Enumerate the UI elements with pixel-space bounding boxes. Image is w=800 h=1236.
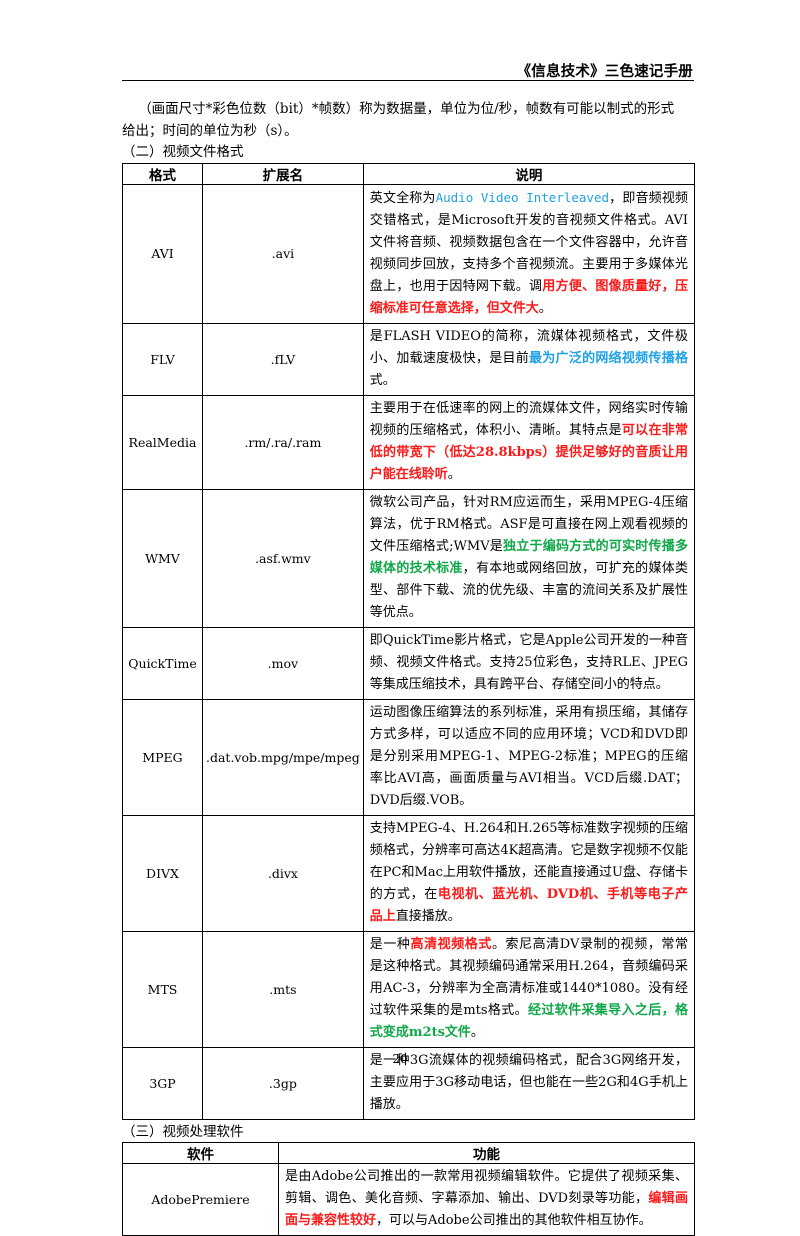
- highlight-text: 电视机、蓝光机、DVD机、手机等电子产品上: [369, 887, 688, 924]
- description-cell: 运动图像压缩算法的系列标准，采用有损压缩，其储存方式多样，可以适应不同的应用环境…: [362, 699, 696, 816]
- description-text: 。: [470, 1025, 484, 1040]
- section-heading-video-software: （三）视频处理软件: [122, 1124, 244, 1140]
- extension-cell: .mov: [202, 627, 364, 700]
- description-text: 是一种: [369, 937, 411, 952]
- description-text: 直接播放。: [395, 909, 461, 924]
- format-cell: DIVX: [122, 815, 203, 932]
- format-cell: QuickTime: [122, 627, 203, 700]
- software-cell: AdobePremiere: [122, 1163, 279, 1236]
- format-cell: AVI: [122, 184, 203, 324]
- section-heading-video-formats: （二）视频文件格式: [122, 144, 244, 160]
- table-header-row: 软件 功能: [122, 1142, 695, 1164]
- col-header-software: 软件: [122, 1142, 279, 1164]
- highlight-text: 用方便、图像质量好，压缩标准可任意选择，但文件大: [369, 279, 688, 316]
- description-text: 。: [538, 301, 552, 316]
- description-cell: 主要用于在低速率的网上的流媒体文件，网络实时传输视频的压缩格式，体积小、清晰。其…: [362, 395, 696, 490]
- col-header-function: 功能: [278, 1142, 695, 1164]
- page-number: 20: [392, 1052, 408, 1066]
- format-cell: RealMedia: [122, 395, 203, 490]
- description-cell: 是一种高清视频格式。索尼高清DV录制的视频，常常是这种格式。其视频编码通常采用H…: [362, 931, 696, 1048]
- format-cell: MTS: [122, 931, 203, 1048]
- extension-cell: .avi: [202, 184, 364, 324]
- highlight-text: 最为广泛的网络视频传播格: [529, 351, 688, 366]
- highlight-text: 独立于编码方式的可实时传播多媒体的技术标准: [369, 539, 688, 576]
- description-text: 运动图像压缩算法的系列标准，采用有损压缩，其储存方式多样，可以适应不同的应用环境…: [369, 705, 688, 808]
- highlight-text: 可以在非常低的带宽下（低达28.8kbps）提供足够好的音质让用户能在线聆听: [369, 423, 688, 482]
- description-text: 是FLASH VIDEO的简称，流媒体视频格式，文件极小、加载速度极快，是目前: [369, 329, 688, 366]
- extension-cell: .asf.wmv: [202, 489, 364, 628]
- description-cell: 即QuickTime影片格式，它是Apple公司开发的一种音频、视频文件格式。支…: [362, 627, 696, 700]
- description-text: 。: [447, 467, 461, 482]
- description-cell: 英文全称为Audio Video Interleaved，即音频视频交错格式，是…: [362, 184, 696, 324]
- col-header-format: 格式: [122, 163, 203, 185]
- description-text: 即QuickTime影片格式，它是Apple公司开发的一种音频、视频文件格式。支…: [369, 633, 688, 692]
- description-text: 支持MPEG-4、H.264和H.265等标准数字视频的压缩频格式，分辨率可高达…: [369, 821, 688, 902]
- description-cell: 是FLASH VIDEO的简称，流媒体视频格式，文件极小、加载速度极快，是目前最…: [362, 323, 696, 396]
- function-cell: 是由Adobe公司推出的一款常用视频编辑软件。它提供了视频采集、剪辑、调色、美化…: [278, 1163, 695, 1236]
- intro-line-2: 给出；时间的单位为秒（s）。: [122, 123, 298, 139]
- description-text: 是一种3G流媒体的视频编码格式，配合3G网络开发，主要应用于3G移动电话，但也能…: [369, 1053, 688, 1112]
- extension-cell: .rm/.ra/.ram: [202, 395, 364, 490]
- format-cell: WMV: [122, 489, 203, 628]
- description-text: ，即音频视频交错格式，是Microsoft开发的音视频文件格式。AVI文件将音频…: [369, 191, 688, 294]
- highlight-text: 高清视频格式: [410, 937, 492, 952]
- description-text: 微软公司产品，针对RM应运而生，采用MPEG-4压缩算法，优于RM格式。ASF是…: [369, 495, 688, 554]
- intro-line-1: （画面尺寸*彩色位数（bit）*帧数）称为数据量，单位为位/秒，帧数有可能以制式…: [138, 101, 675, 117]
- extension-cell: .3gp: [202, 1047, 364, 1120]
- description-text: 主要用于在低速率的网上的流媒体文件，网络实时传输视频的压缩格式，体积小、清晰。其…: [369, 401, 688, 438]
- description-text: ，有本地或网络回放，可扩充的媒体类型、部件下载、流的优先级、丰富的流间关系及扩展…: [369, 561, 688, 620]
- description-text: 英文全称为: [369, 191, 436, 206]
- highlight-text: Audio Video Interleaved: [435, 190, 610, 205]
- extension-cell: .divx: [202, 815, 364, 932]
- format-cell: MPEG: [122, 699, 203, 816]
- intro-paragraph: （画面尺寸*彩色位数（bit）*帧数）称为数据量，单位为位/秒，帧数有可能以制式…: [122, 98, 694, 142]
- description-cell: 是一种3G流媒体的视频编码格式，配合3G网络开发，主要应用于3G移动电话，但也能…: [362, 1047, 696, 1120]
- highlight-text: 经过软件采集导入之后，格式变成m2ts文件: [369, 1003, 688, 1040]
- extension-cell: .mts: [202, 931, 364, 1048]
- description-text: 是由Adobe公司推出的一款常用视频编辑软件。它提供了视频采集、剪辑、调色、美化…: [285, 1169, 688, 1206]
- description-cell: 支持MPEG-4、H.264和H.265等标准数字视频的压缩频格式，分辨率可高达…: [362, 815, 696, 932]
- description-cell: 微软公司产品，针对RM应运而生，采用MPEG-4压缩算法，优于RM格式。ASF是…: [362, 489, 696, 628]
- extension-cell: .fLV: [202, 323, 364, 396]
- header-rule: [122, 80, 694, 81]
- description-text: 。索尼高清DV录制的视频，常常是这种格式。其视频编码通常采用H.264，音频编码…: [369, 937, 688, 1018]
- extension-cell: .dat.vob.mpg/mpe/mpeg: [202, 699, 364, 816]
- format-cell: 3GP: [122, 1047, 203, 1120]
- table-header-row: 格式 扩展名 说明: [122, 163, 696, 185]
- description-text: ，可以与Adobe公司推出的其他软件相互协作。: [376, 1213, 652, 1228]
- header-title: 《信息技术》三色速记手册: [516, 64, 693, 80]
- format-cell: FLV: [122, 323, 203, 396]
- col-header-description: 说明: [362, 163, 696, 185]
- col-header-extension: 扩展名: [202, 163, 364, 185]
- description-text: 式。: [369, 373, 396, 388]
